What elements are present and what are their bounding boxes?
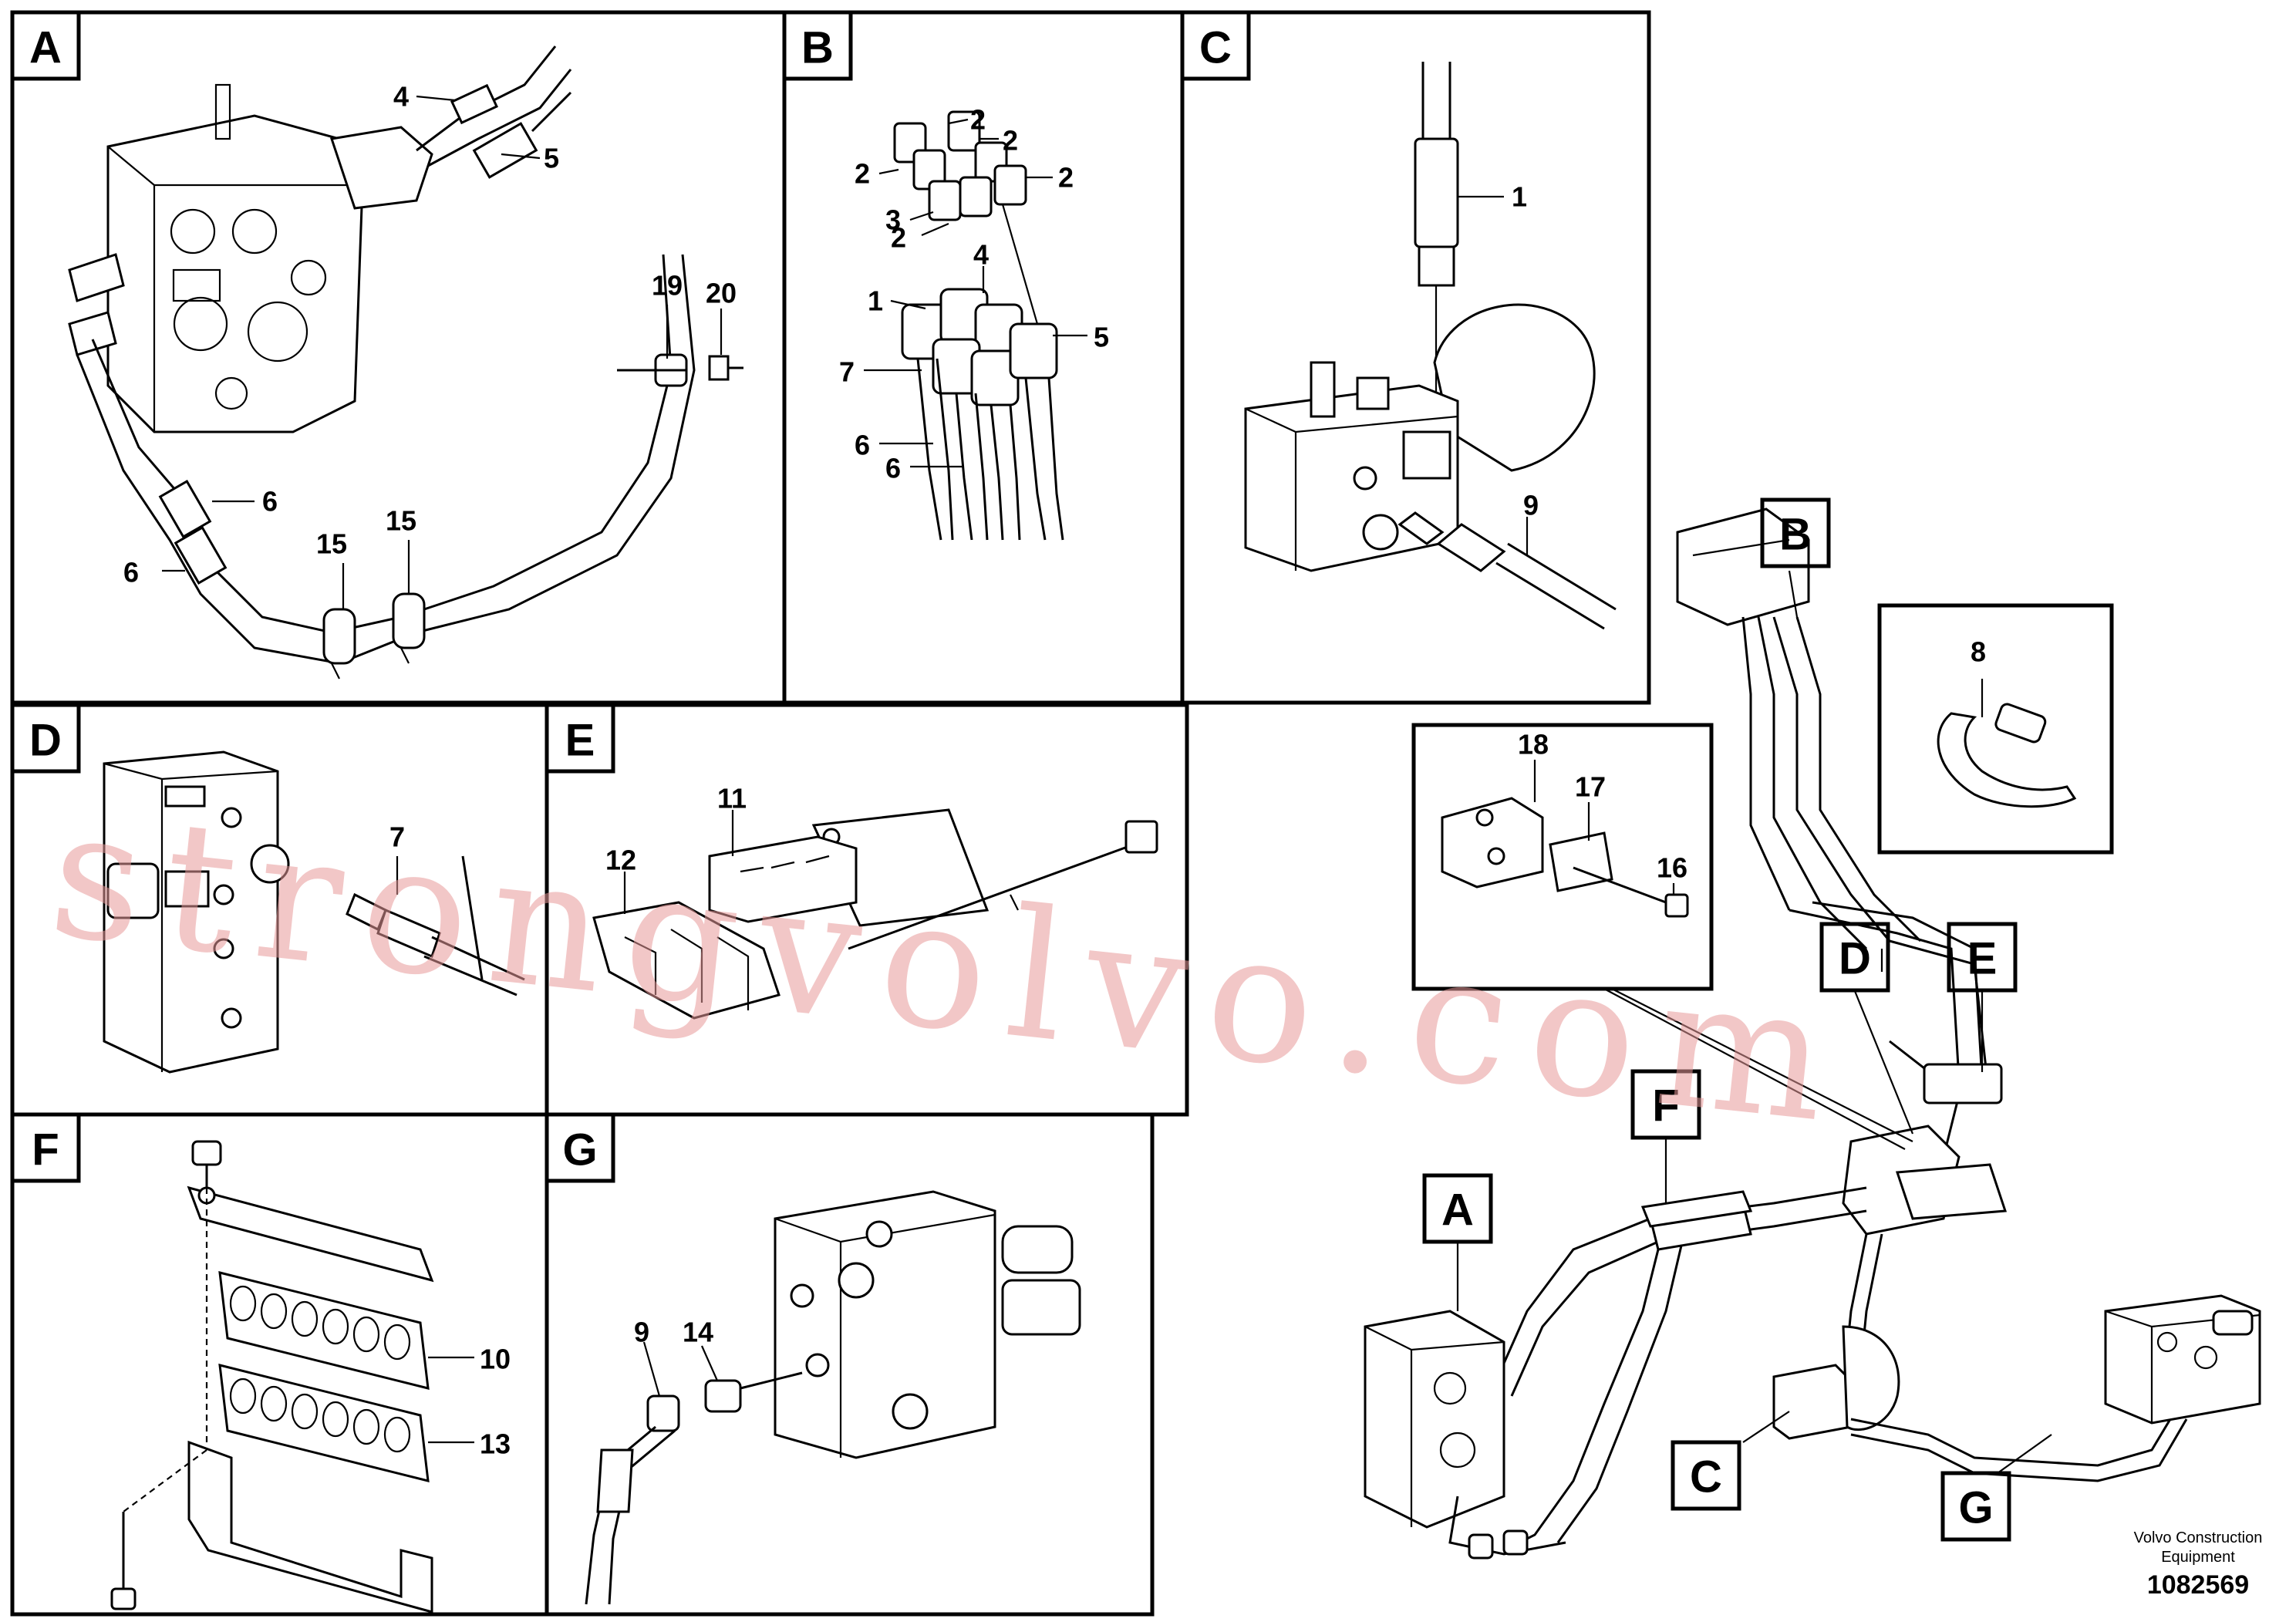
panel-label-f: F [10,1112,81,1183]
overview-label-c-text: C [1690,1452,1722,1502]
callout-c-1: 1 [1512,181,1527,213]
callout-b-4: 4 [973,239,989,271]
callout-o-16: 16 [1657,852,1687,884]
overview-label-e-text: E [1967,934,1998,984]
overview-label-c: C [1671,1440,1741,1511]
overview-label-g: G [1940,1471,2011,1542]
callout-a-15a: 15 [316,528,347,560]
callout-f-13: 13 [480,1428,511,1460]
overview-label-d: D [1819,922,1890,993]
panel-label-b: B [782,10,853,81]
panel-label-f-text: F [32,1125,59,1175]
panel-d-drawing [103,750,525,1074]
overview-label-e: E [1947,922,2018,993]
callout-c-9: 9 [1523,490,1539,521]
callout-a-19: 19 [652,270,683,302]
overview-label-f: F [1630,1069,1701,1140]
panel-label-c: C [1180,10,1251,81]
panel-label-c-text: C [1199,23,1232,73]
callout-e-12: 12 [605,845,636,876]
inset-8-frame [1877,603,2114,855]
credit-line2: Equipment [2161,1549,2235,1566]
callout-b-6a: 6 [855,430,870,461]
panel-label-g: G [544,1112,615,1183]
callout-b-5: 5 [1094,322,1109,353]
callout-b-2d: 2 [1058,162,1074,194]
callout-b-2c: 2 [855,158,870,190]
panel-f-drawing [110,1140,474,1614]
callout-a-20: 20 [706,278,737,309]
panel-label-a: A [10,10,81,81]
panel-label-a-text: A [29,23,62,73]
callout-b-3: 3 [885,204,901,236]
panel-label-e-text: E [565,716,595,766]
callout-a-15b: 15 [386,505,416,537]
callout-a-6a: 6 [262,486,278,518]
callout-o-17: 17 [1575,771,1606,803]
overview-drawing [1364,508,2261,1560]
overview-label-b-text: B [1779,510,1812,560]
callout-b-2b: 2 [1003,125,1018,157]
callout-b-2a: 2 [970,104,986,136]
callout-a-5: 5 [544,143,559,174]
callout-e-11: 11 [717,783,747,814]
overview-label-f-text: F [1652,1081,1679,1131]
callout-a-6b: 6 [123,557,139,588]
panel-f-frame [10,1112,549,1617]
panel-a-drawing [68,46,743,679]
panel-label-d: D [10,703,81,774]
panel-b-drawing [864,110,1087,541]
panel-c-frame [1180,10,1651,705]
callout-b-7: 7 [839,356,855,388]
panel-label-b-text: B [801,23,834,73]
panel-frames [10,10,1651,1617]
callout-o-18: 18 [1518,729,1549,760]
callout-d-7: 7 [389,821,405,853]
callout-g-14: 14 [683,1317,713,1348]
panel-label-d-text: D [29,716,62,766]
callout-o-8: 8 [1971,636,1986,668]
overview-label-a: A [1422,1173,1493,1244]
callout-a-4: 4 [393,81,409,113]
panel-e-drawing [592,808,1158,1020]
overview-label-a-text: A [1441,1185,1474,1236]
callout-b-6b: 6 [885,453,901,484]
panel-g-drawing [585,1190,1081,1605]
callout-b-1: 1 [868,285,883,317]
inset-18-17-16-frame [1411,723,1714,991]
overview-label-b: B [1760,497,1831,568]
callout-f-10: 10 [480,1344,511,1375]
panel-g-frame [544,1112,1155,1617]
overview-label-d-text: D [1839,934,1871,984]
panel-label-g-text: G [562,1125,597,1175]
panel-c-drawing [1244,62,1617,630]
panel-label-e: E [544,703,615,774]
credit-line1: Volvo Construction [2134,1529,2263,1546]
overview-label-g-text: G [1958,1483,1993,1533]
document-number: 1082569 [2147,1570,2249,1600]
callout-g-9: 9 [634,1317,649,1348]
callout-b-2e: 2 [891,222,906,254]
